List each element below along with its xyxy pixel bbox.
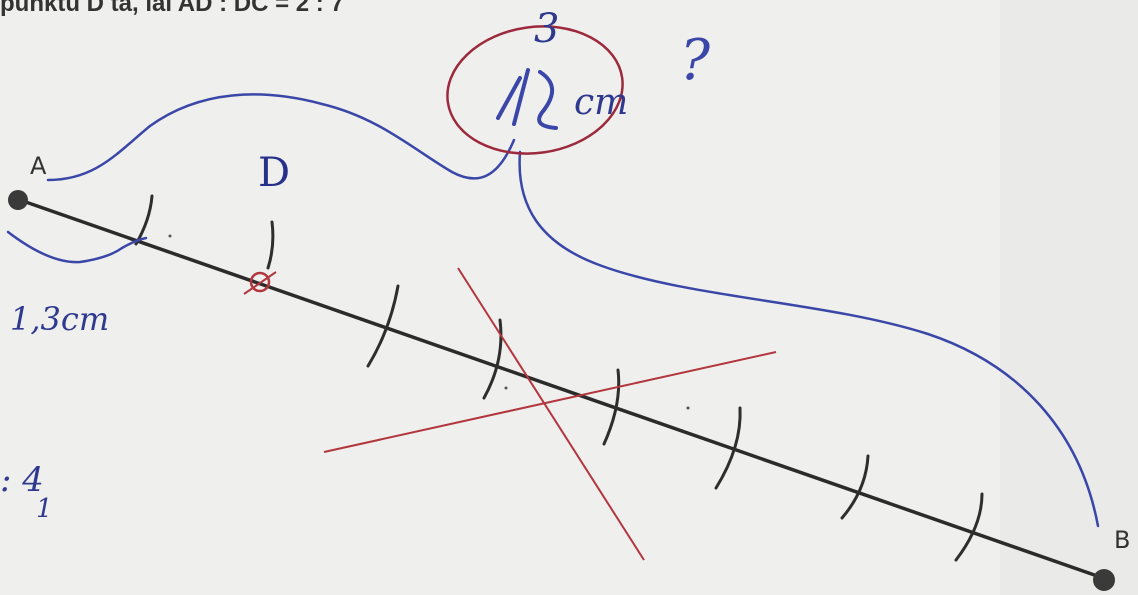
paper-shadow — [1000, 0, 1138, 595]
tick-mark — [366, 284, 400, 368]
tick-mark — [954, 492, 984, 562]
segment-length-label: 1,3cm — [10, 300, 110, 338]
ratio-note-sub: 1 — [36, 494, 53, 524]
tick-mark — [482, 318, 503, 400]
point-d-cross — [243, 271, 277, 295]
tick-mark — [602, 368, 621, 446]
blue-arc-right — [518, 150, 1100, 528]
tick-mark — [266, 220, 275, 270]
pencil-dot — [504, 386, 508, 390]
segment-brace — [6, 230, 148, 264]
overwritten-digits — [496, 68, 558, 130]
point-b-label: B — [1114, 526, 1131, 554]
segment-ab — [18, 198, 1105, 580]
compass-tick-marks — [134, 194, 984, 562]
question-mark: ? — [680, 28, 711, 93]
point-d-label: D — [258, 150, 291, 196]
pencil-dot — [686, 406, 690, 410]
tick-mark — [840, 454, 870, 520]
ratio-note: : 4 — [0, 460, 44, 500]
task-statement: punktu D ta, lai AD : DC = 2 : 7 — [0, 0, 344, 17]
blue-arc-left — [46, 93, 516, 182]
tick-mark — [714, 406, 742, 490]
point-d-marker — [249, 271, 271, 293]
point-b-dot — [1093, 569, 1115, 591]
point-a-dot — [8, 190, 28, 210]
point-a-label: A — [30, 152, 47, 180]
crossing-line-red — [457, 267, 645, 561]
answer-unit: cm — [574, 82, 629, 123]
crossing-line-red-2 — [323, 351, 777, 453]
answer-number: 3 — [534, 6, 560, 52]
answer-circle — [446, 25, 624, 155]
pencil-dot — [168, 234, 172, 238]
